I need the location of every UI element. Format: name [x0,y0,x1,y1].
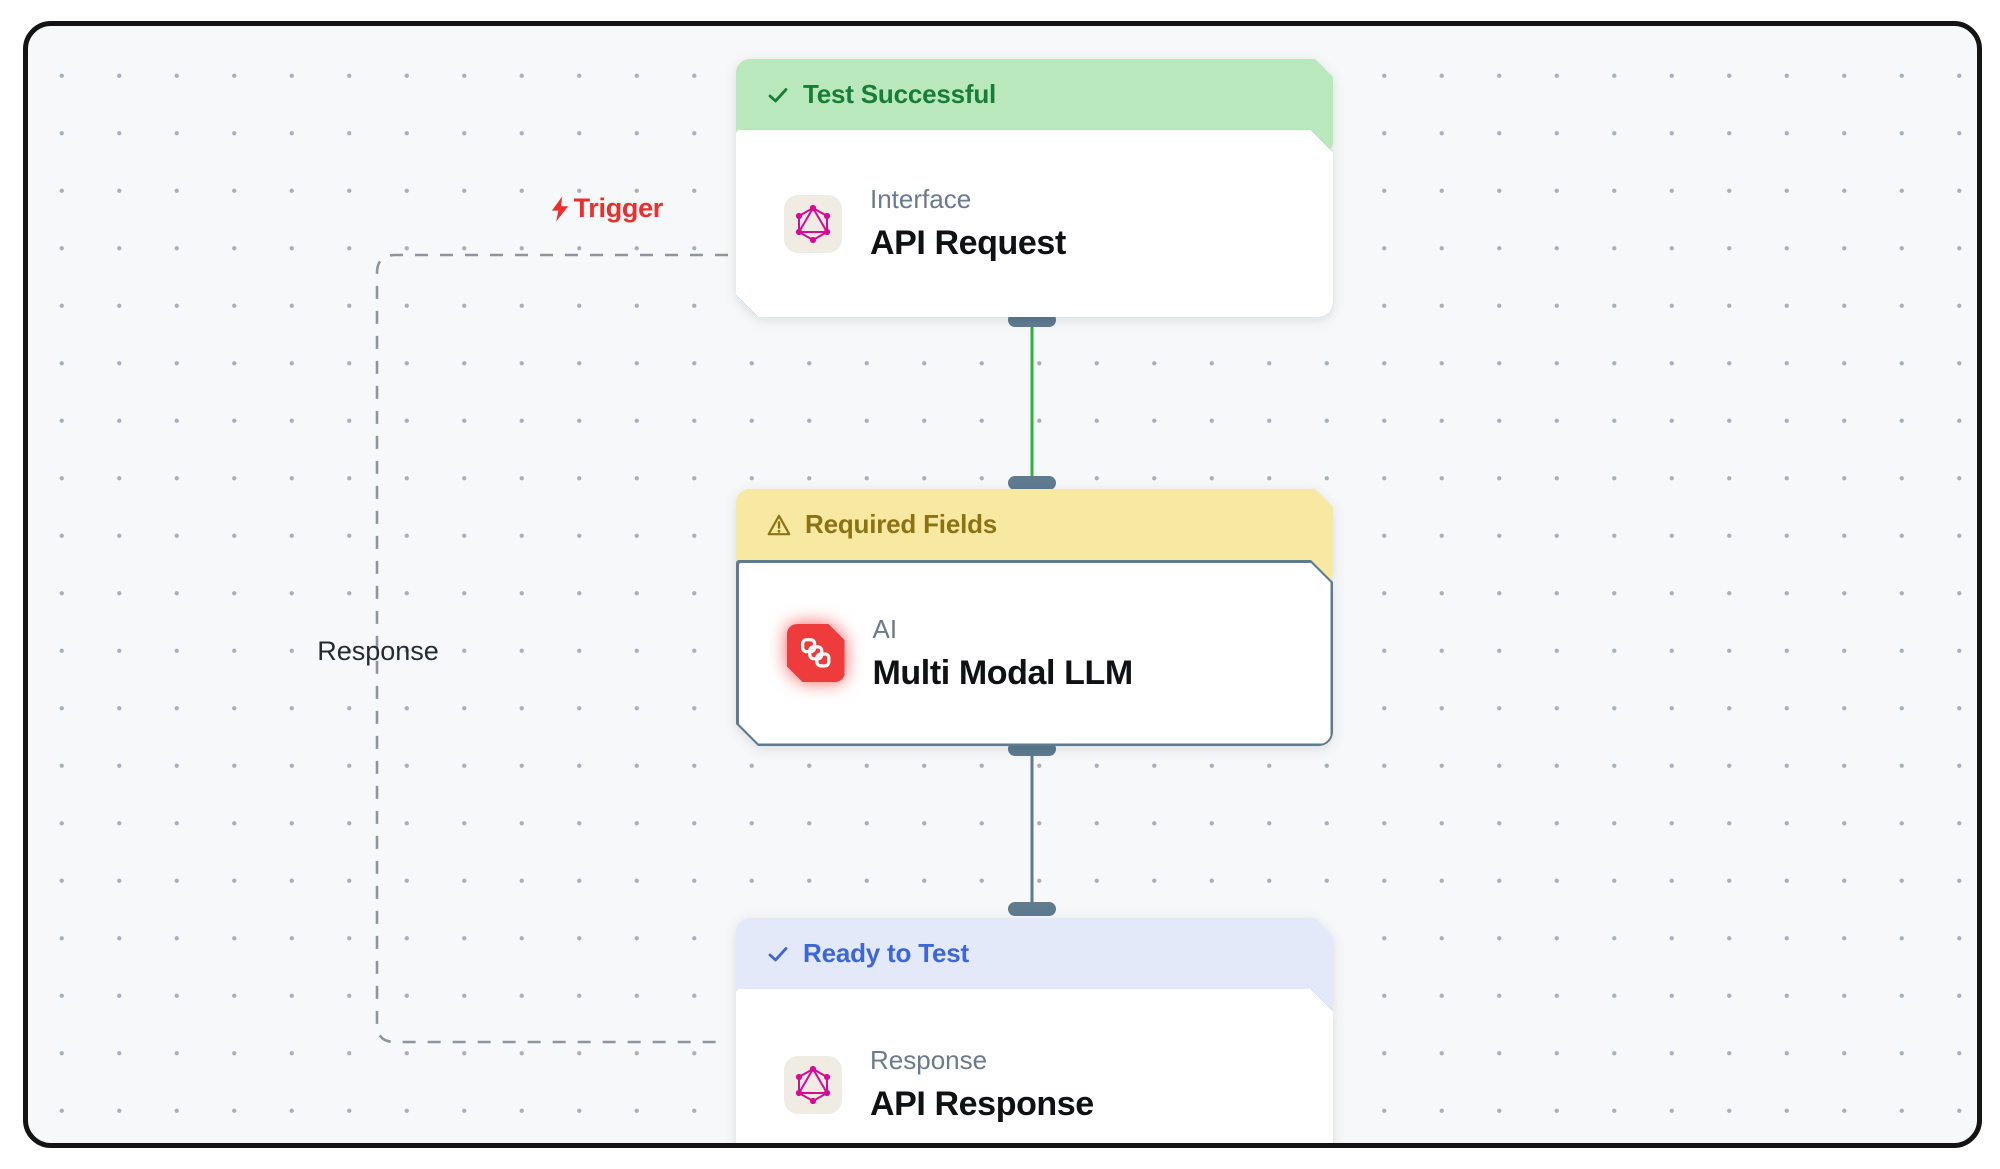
node-category: AI [872,613,898,644]
warning-icon [766,513,792,537]
workflow-canvas[interactable]: Trigger Response Test Successful [23,21,1982,1148]
lightning-bolt-icon [551,196,568,221]
response-loop-edge[interactable] [375,253,728,1044]
input-handle-multi-modal-llm[interactable] [1008,476,1056,490]
status-banner-label: Test Successful [803,79,997,109]
workflow-node-api-request[interactable]: Test Successful [736,59,1333,317]
node-title: API Request [870,224,1066,262]
edge-lines [375,253,1034,1044]
node-category: Interface [870,184,972,214]
input-handle-api-response[interactable] [1008,902,1056,916]
workflow-node-api-response[interactable]: Ready to Test [736,918,1333,1148]
graphql-icon [784,1056,842,1114]
graphql-icon [784,195,842,253]
graphql-logo [793,204,833,244]
trigger-edge-label: Trigger [533,193,663,224]
check-icon [766,942,790,966]
trigger-edge-text: Trigger [573,193,664,223]
chain-link-icon [787,624,845,682]
node-card-api-response[interactable]: Response API Response [736,989,1333,1148]
status-banner-label: Ready to Test [803,938,969,968]
chain-links [797,634,835,672]
response-edge-label: Response [317,636,439,666]
check-icon [766,83,790,107]
node-title: Multi Modal LLM [872,653,1133,692]
node-title: API Response [870,1085,1094,1123]
node-card-multi-modal-llm[interactable]: AI Multi Modal LLM [736,560,1333,746]
status-banner-label: Required Fields [805,509,998,539]
node-category: Response [870,1045,988,1075]
node-card-api-request[interactable]: Interface API Request [736,130,1333,317]
workflow-node-multi-modal-llm[interactable]: Required Fields [736,489,1333,746]
graphql-logo [793,1065,833,1105]
